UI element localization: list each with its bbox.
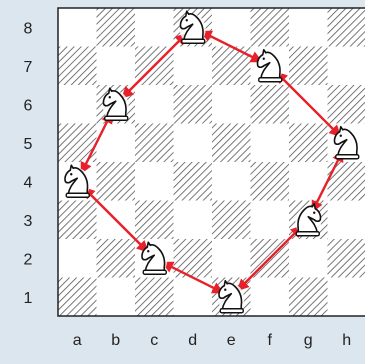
square-d6 <box>174 85 213 124</box>
file-label: a <box>73 332 82 349</box>
file-label: f <box>268 332 273 349</box>
square-c5 <box>135 124 174 163</box>
square-h1 <box>328 278 365 317</box>
square-b7 <box>97 47 136 86</box>
square-f5 <box>251 124 290 163</box>
square-f8 <box>251 8 290 47</box>
rank-label: 6 <box>24 97 33 114</box>
square-f6 <box>251 85 290 124</box>
square-f1 <box>251 278 290 317</box>
square-h7 <box>328 47 365 86</box>
file-label: h <box>342 332 351 349</box>
file-label: b <box>111 332 120 349</box>
square-g2 <box>289 239 328 278</box>
square-c3 <box>135 201 174 240</box>
rank-label: 4 <box>24 174 33 191</box>
square-b8 <box>97 8 136 47</box>
rank-label: 8 <box>24 20 33 37</box>
square-c1 <box>135 278 174 317</box>
rank-label: 5 <box>24 136 33 153</box>
square-e4 <box>212 162 251 201</box>
rank-label: 1 <box>24 290 33 307</box>
square-c8 <box>135 8 174 47</box>
square-a2 <box>58 239 97 278</box>
square-a6 <box>58 85 97 124</box>
file-label: c <box>150 332 158 349</box>
rank-label: 3 <box>24 213 33 230</box>
square-f3 <box>251 201 290 240</box>
square-c6 <box>135 85 174 124</box>
rank-label: 2 <box>24 251 33 268</box>
file-label: e <box>227 332 236 349</box>
square-d7 <box>174 47 213 86</box>
square-g7 <box>289 47 328 86</box>
square-b1 <box>97 278 136 317</box>
square-d4 <box>174 162 213 201</box>
file-label: d <box>188 332 197 349</box>
square-e5 <box>212 124 251 163</box>
square-a3 <box>58 201 97 240</box>
square-h3 <box>328 201 365 240</box>
square-a7 <box>58 47 97 86</box>
square-g1 <box>289 278 328 317</box>
square-b4 <box>97 162 136 201</box>
square-h8 <box>328 8 365 47</box>
square-f4 <box>251 162 290 201</box>
square-a1 <box>58 278 97 317</box>
square-a8 <box>58 8 97 47</box>
square-e2 <box>212 239 251 278</box>
rank-label: 7 <box>24 59 33 76</box>
square-g8 <box>289 8 328 47</box>
chess-board <box>58 8 365 316</box>
square-c4 <box>135 162 174 201</box>
square-b2 <box>97 239 136 278</box>
square-e3 <box>212 201 251 240</box>
square-e6 <box>212 85 251 124</box>
square-g5 <box>289 124 328 163</box>
square-h2 <box>328 239 365 278</box>
square-h6 <box>328 85 365 124</box>
square-d3 <box>174 201 213 240</box>
file-label: g <box>304 332 313 349</box>
square-d5 <box>174 124 213 163</box>
